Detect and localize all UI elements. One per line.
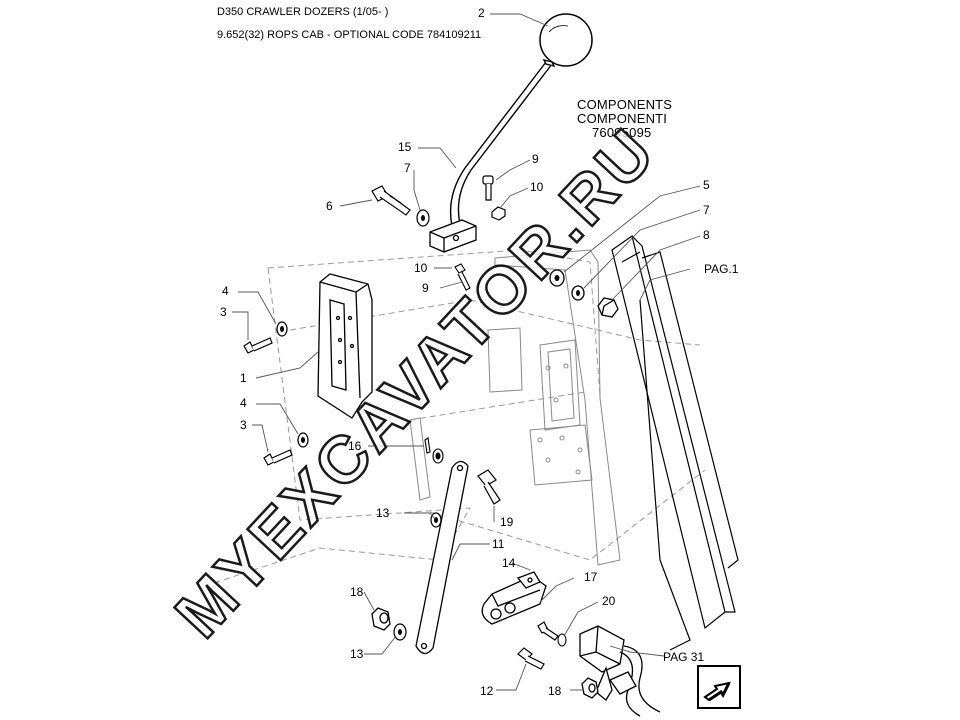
callout-19: 19 (500, 515, 514, 529)
callout-18: 18 (350, 585, 364, 599)
callout-3: 3 (240, 418, 247, 432)
callout-13: 13 (350, 647, 364, 661)
callout-11: 11 (492, 537, 505, 551)
callout-9: 9 (532, 152, 539, 166)
bolt-19 (477, 469, 501, 505)
components-label-it: COMPONENTI (577, 111, 668, 126)
washer-7b (571, 285, 585, 301)
callout-10: 10 (414, 261, 428, 275)
page-ref-pag31: PAG 31 (663, 650, 705, 664)
washer-13a (430, 512, 442, 528)
screw-9a (482, 175, 494, 201)
bolt-6 (371, 185, 411, 216)
bolt-3b (263, 449, 293, 466)
spacer-18a (371, 607, 391, 631)
washer-4a (276, 321, 288, 337)
callout-2: 2 (478, 6, 485, 20)
callout-14: 14 (502, 556, 516, 570)
callout-13: 13 (376, 506, 390, 520)
components-part-number: 76095095 (592, 125, 652, 140)
switch-assembly (579, 625, 661, 717)
next-page-button[interactable] (697, 665, 741, 709)
callout-17: 17 (584, 570, 598, 584)
callout-18: 18 (548, 684, 562, 698)
page-ref-pag1: PAG.1 (704, 262, 739, 276)
callout-20: 20 (602, 594, 616, 608)
nut-10a (491, 206, 506, 221)
bolt-12 (517, 647, 545, 670)
callout-3: 3 (220, 305, 227, 319)
callout-16: 16 (348, 439, 362, 453)
cab-panel-outline (409, 249, 621, 566)
lever-knob-2 (539, 13, 593, 67)
nut-8 (597, 297, 619, 318)
bracket-1 (317, 273, 373, 419)
callout-7: 7 (703, 203, 710, 217)
callout-12: 12 (480, 684, 494, 698)
washer-4b (297, 432, 309, 448)
bolt-3a (243, 337, 273, 354)
arrow-next-page-icon (703, 681, 731, 702)
page-title: D350 CRAWLER DOZERS (1/05- ) (217, 6, 389, 18)
cab-pillar (611, 235, 739, 651)
callout-8: 8 (703, 228, 710, 242)
washer-5 (549, 269, 565, 287)
callout-10: 10 (530, 180, 544, 194)
spacer-18b (581, 677, 599, 699)
leader-lines (232, 13, 701, 691)
washer-13b (393, 623, 407, 641)
components-label-en: COMPONENTS (577, 97, 673, 112)
callout-6: 6 (326, 199, 333, 213)
lever-base-block (429, 219, 477, 253)
callout-5: 5 (703, 178, 710, 192)
bolt-17 (537, 621, 559, 641)
clevis-14 (481, 571, 547, 625)
callout-4: 4 (222, 284, 229, 298)
link-rod-11 (415, 460, 469, 655)
page-subtitle: 9.652(32) ROPS CAB - OPTIONAL CODE 78410… (217, 29, 482, 41)
callout-7: 7 (404, 161, 411, 175)
callout-4: 4 (240, 396, 247, 410)
callout-9: 9 (422, 281, 429, 295)
washer-20 (557, 633, 567, 647)
callout-15: 15 (398, 140, 412, 154)
pin-16 (424, 437, 444, 464)
callout-1: 1 (240, 371, 247, 385)
washer-7a (416, 209, 430, 227)
